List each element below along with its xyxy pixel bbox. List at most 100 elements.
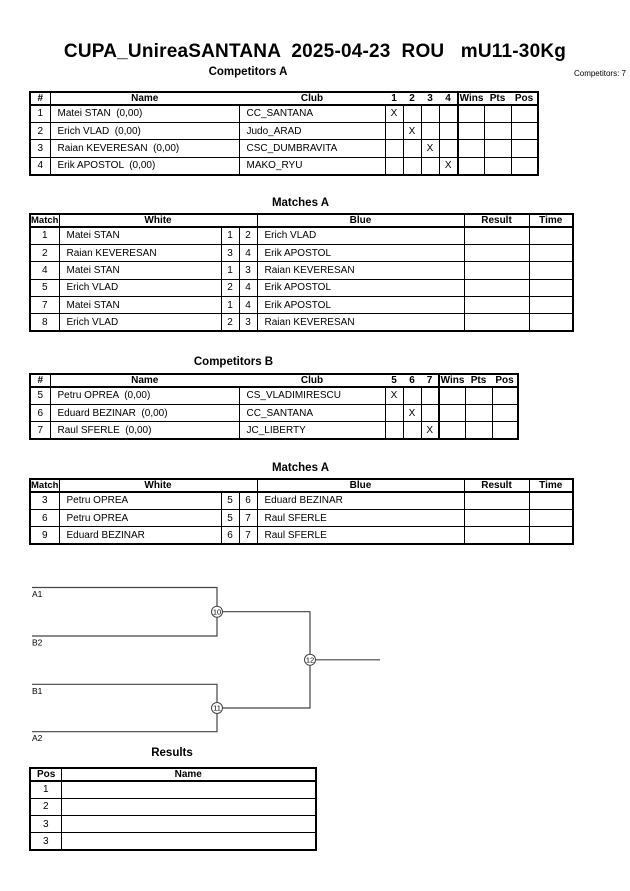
col-header-white: White [59,214,258,228]
col-header-white: White [59,479,258,493]
table-row: 2 Erich VLAD (0,00) Judo_ARAD X [29,121,539,141]
bracket-match-number-11: 11 [213,704,221,713]
col-header-match: Match [30,214,60,228]
col-header-2: 2 [403,92,421,106]
blue-number: 6 [238,491,258,510]
mark-cell: X [420,421,440,440]
wins-cell [457,104,485,123]
competitor-name: Erik APOSTOL (0,00) [49,156,240,176]
pos-cell [510,156,539,176]
mark-cell [438,139,459,158]
col-header-number: # [30,374,51,388]
result-name [60,815,317,834]
result-cell [463,243,530,263]
col-header-name: Name [50,92,239,106]
bracket-node-circle [304,653,316,666]
blue-number: 4 [238,243,258,263]
wins-cell [457,139,485,158]
col-header-result: Result [464,479,530,493]
col-header-blue: Blue [257,214,465,228]
time-cell [528,313,574,332]
bracket-pair-top-lines [32,586,218,637]
mark-cell: X [402,121,422,141]
result-name [60,797,317,817]
competitor-club: CS_VLADIMIRESCU [238,386,386,405]
table-row: 3 [29,832,317,851]
col-header-6: 6 [403,374,421,388]
table-row: 4 Erik APOSTOL (0,00) MAKO_RYU X [29,156,539,176]
pos-cell [491,421,519,440]
bracket-slot-a1: A1 [32,589,43,599]
blue-number: 4 [238,278,258,298]
matches-a-table: Match White Blue Result Time 1 Matei STA… [29,213,574,333]
blue-name: Raul SFERLE [256,508,465,528]
blue-name: Raian KEVERESAN [256,261,465,280]
mark-cell [384,421,404,440]
table-row: 8 Erich VLAD 2 3 Raian KEVERESAN [29,313,574,332]
white-name: Raian KEVERESAN [58,243,222,263]
mark-cell [384,139,404,158]
match-number: 5 [29,278,60,298]
white-number: 1 [220,261,240,280]
result-pos: 3 [29,832,62,851]
col-header-7: 7 [421,374,440,388]
col-header-match: Match [30,479,60,493]
match-number: 7 [29,296,60,315]
mark-cell [420,386,440,405]
table-row: 3 [29,815,317,834]
section-title-competitors-b: Competitors B [193,356,274,368]
result-name [60,780,317,799]
bracket-slot-a2: A2 [32,733,43,743]
table-row: 5 Erich VLAD 2 4 Erik APOSTOL [29,278,574,298]
pos-cell [510,104,539,123]
col-header-club: Club [239,374,385,388]
table-row: 2 [29,797,317,817]
pts-cell [483,156,512,176]
mark-cell [420,156,440,176]
col-header-pos: Pos [492,374,518,388]
pos-cell [510,139,539,158]
result-cell [463,261,530,280]
competitor-number: 1 [29,104,51,123]
blue-name: Erik APOSTOL [256,296,465,315]
section-title-matches-b: Matches A [271,462,330,474]
table-row: 3 Raian KEVERESAN (0,00) CSC_DUMBRAVITA … [29,139,539,158]
competitors-count: Competitors: 7 [573,69,626,78]
col-header-blue: Blue [257,479,465,493]
result-name [60,832,317,851]
col-header-club: Club [239,92,385,106]
mark-cell [438,121,459,141]
table-row: 6 Petru OPREA 5 7 Raul SFERLE [29,508,574,528]
time-cell [528,243,574,263]
section-title-matches-a: Matches A [271,197,330,209]
mark-cell [384,403,404,423]
col-header-pts: Pts [465,374,492,388]
header-row: Match White Blue Result Time [30,479,573,493]
table-row: 9 Eduard BEZINAR 6 7 Raul SFERLE [29,526,574,545]
white-name: Matei STAN [58,296,222,315]
wins-cell [438,421,466,440]
col-header-time: Time [529,479,573,493]
competitor-number: 3 [29,139,51,158]
white-number: 5 [220,508,240,528]
time-cell [528,226,574,245]
competitor-club: CC_SANTANA [238,104,386,123]
competitor-number: 5 [29,386,51,405]
bracket-node-circle [211,605,223,618]
competitor-club: CC_SANTANA [238,403,386,423]
competitor-club: Judo_ARAD [238,121,386,141]
mark-cell: X [384,386,404,405]
result-pos: 3 [29,815,62,834]
blue-name: Raian KEVERESAN [256,313,465,332]
result-pos: 2 [29,797,62,817]
header-row: # Name Club 1 2 3 4 Wins Pts Pos [30,92,538,106]
result-cell [463,491,530,510]
competitor-name: Raian KEVERESAN (0,00) [49,139,240,158]
mark-cell [402,421,422,440]
col-header-name: Name [61,768,316,782]
time-cell [528,278,574,298]
white-name: Matei STAN [58,261,222,280]
competitor-number: 7 [29,421,51,440]
mark-cell: X [420,139,440,158]
col-header-5: 5 [385,374,403,388]
